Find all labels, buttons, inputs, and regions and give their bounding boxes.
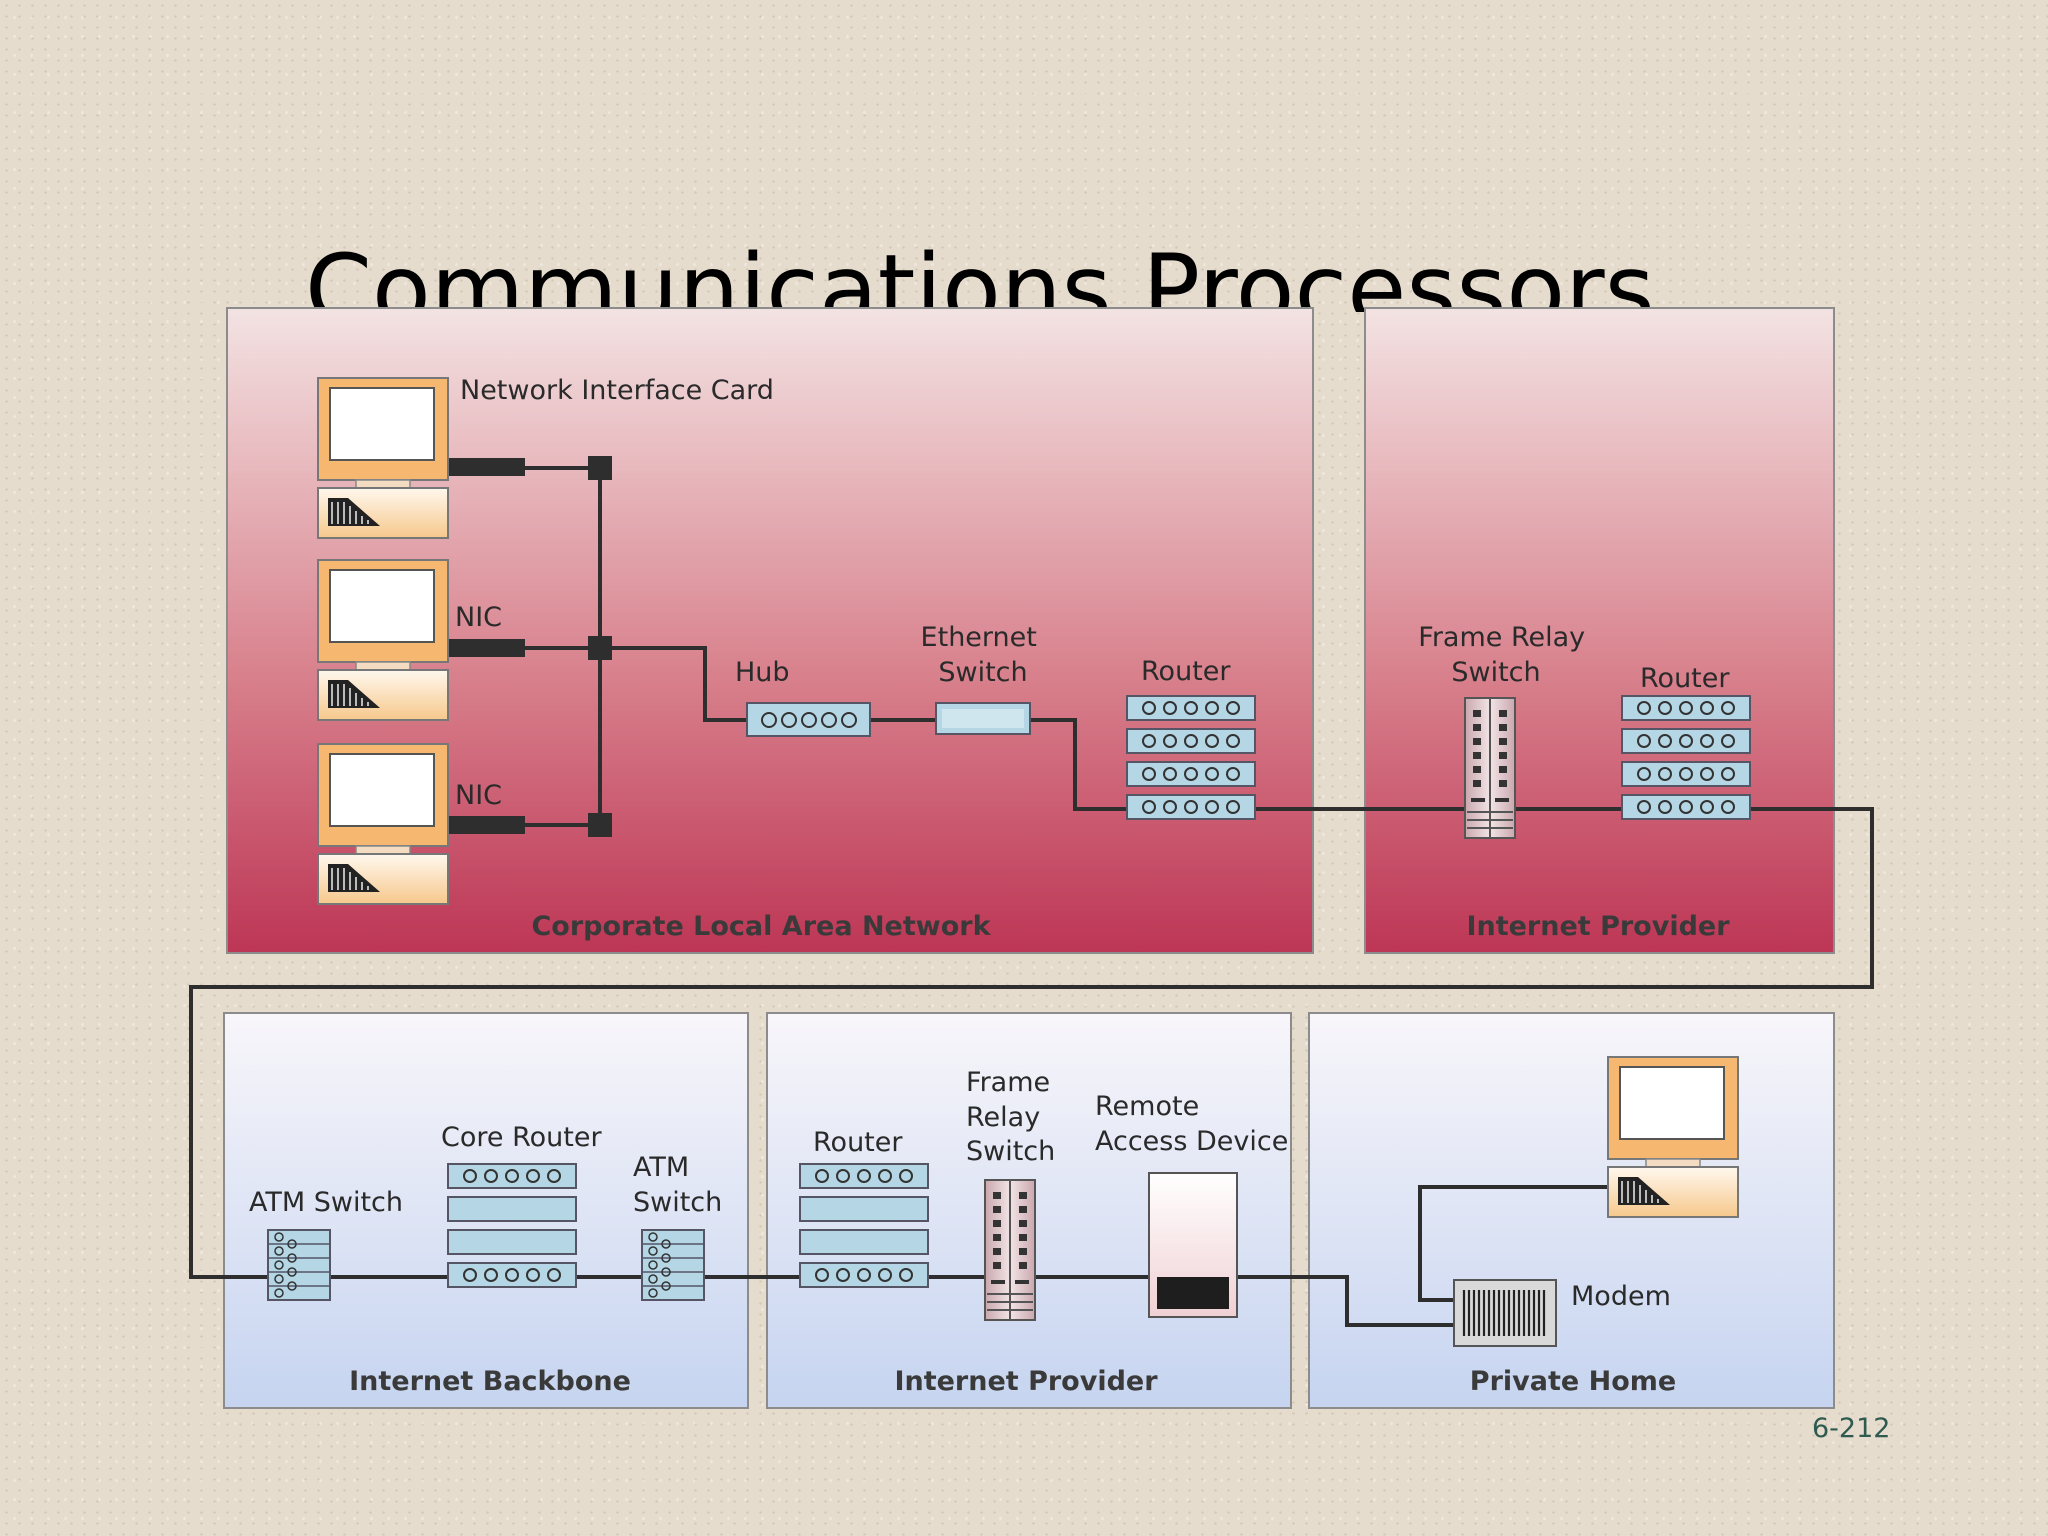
- atm-switch-icon: [641, 1229, 705, 1301]
- section-title-internet-provider: Internet Provider: [1466, 911, 1730, 942]
- label-frame-relay-switch: Frame Relay Switch: [966, 1067, 1059, 1167]
- frame-relay-switch-icon: [1464, 697, 1516, 839]
- computer-icon: [317, 743, 449, 905]
- label-hub: Hub: [735, 657, 790, 688]
- atm-switch-icon: [267, 1229, 331, 1301]
- label-router: Router: [1640, 663, 1730, 694]
- label-nic: NIC: [455, 780, 502, 811]
- label-ethernet-switch: Ethernet Switch: [921, 622, 1046, 688]
- nic-connectors: [447, 456, 612, 837]
- ethernet-switch-icon: [935, 702, 1031, 735]
- label-atm-switch: ATM Switch: [249, 1187, 403, 1218]
- section-title-internet-backbone: Internet Backbone: [349, 1366, 631, 1397]
- label-remote-access-device: Remote Access Device: [1095, 1091, 1288, 1157]
- frame-relay-switch-icon: [984, 1179, 1036, 1321]
- label-modem: Modem: [1571, 1281, 1671, 1312]
- computer-icon: [1607, 1056, 1739, 1218]
- label-router: Router: [1141, 656, 1231, 687]
- internet-provider-top-panel: [1364, 307, 1835, 954]
- computer-icon: [317, 559, 449, 721]
- computer-icon: [317, 377, 449, 539]
- section-title-internet-provider: Internet Provider: [894, 1366, 1158, 1397]
- slide-number: 6-212: [1812, 1413, 1891, 1444]
- remote-access-device-icon: [1148, 1172, 1238, 1318]
- section-title-corporate-lan: Corporate Local Area Network: [531, 911, 991, 942]
- hub-icon: [746, 702, 871, 737]
- label-nic: NIC: [455, 602, 502, 633]
- modem-icon: [1453, 1279, 1557, 1347]
- private-home-panel: [1308, 1012, 1835, 1409]
- slide-title: Communications Processors: [305, 234, 1655, 312]
- label-frame-relay-switch: Frame Relay Switch: [1418, 622, 1594, 688]
- label-core-router: Core Router: [441, 1122, 602, 1153]
- label-atm-switch: ATM Switch: [633, 1152, 722, 1218]
- label-router: Router: [813, 1127, 903, 1158]
- label-network-interface-card: Network Interface Card: [460, 375, 774, 406]
- section-title-private-home: Private Home: [1470, 1366, 1676, 1397]
